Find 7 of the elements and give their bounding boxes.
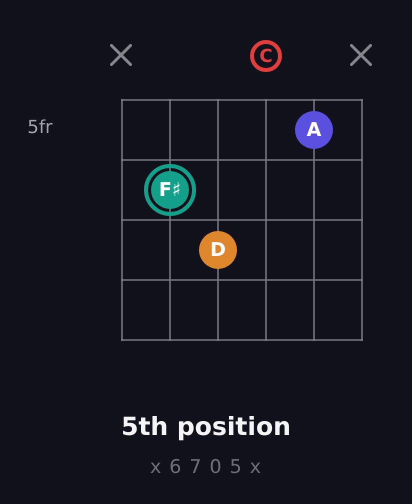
- root-note-dot: F♯: [144, 164, 196, 216]
- fret-position-label: 5fr: [27, 117, 53, 138]
- title: 5th position: [121, 412, 291, 441]
- note-dot: D: [199, 231, 237, 269]
- open-string-marker: C: [250, 40, 282, 72]
- fingering-label: x 6 7 0 5 x: [150, 456, 262, 478]
- note-dot: A: [295, 111, 333, 149]
